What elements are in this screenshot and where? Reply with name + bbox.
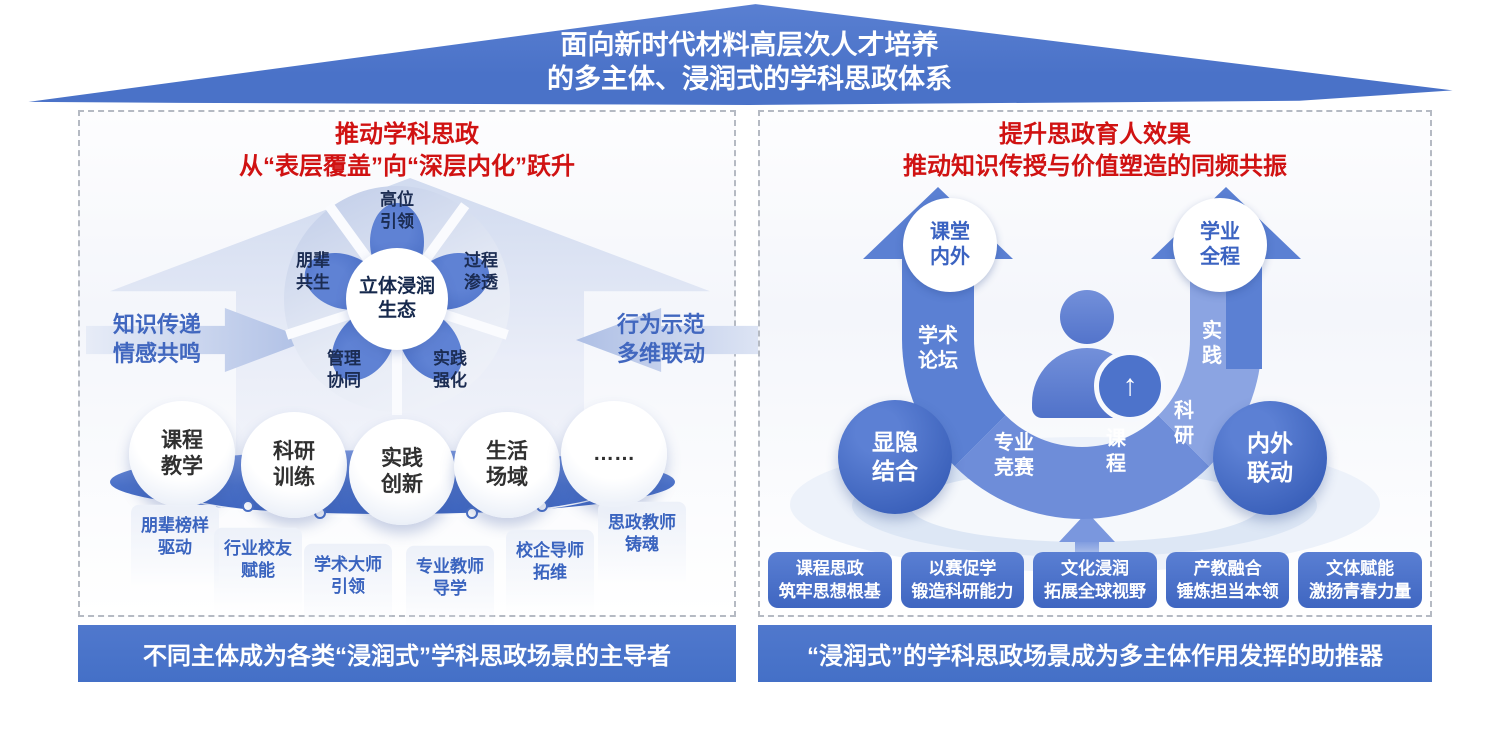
- right-title-line2: 推动知识传授与价值塑造的同频共振: [903, 153, 1287, 180]
- actor-band: [406, 545, 494, 638]
- actor-band: [506, 529, 594, 622]
- banner-title: 面向新时代材料高层次人才培养 的多主体、浸润式的学科思政体系: [0, 28, 1499, 96]
- right-panel: 提升思政育人效果 推动知识传授与价值塑造的同频共振 课堂 内外 学业 全程 学术…: [758, 110, 1432, 617]
- practice-label: 实 践: [1202, 320, 1222, 367]
- program-boxes: 课程思政 筑牢思想根基 以赛促学 锻造科研能力 文化浸润 拓展全球视野 产教融合…: [768, 552, 1422, 608]
- program-box-industry: 产教融合 锤炼担当本领: [1165, 552, 1290, 608]
- platform-dot: [242, 500, 254, 512]
- actor-label-peer: 朋辈榜样 驱动: [141, 516, 209, 557]
- actor-band: [598, 501, 686, 594]
- flower-center-label: 立体浸润 生态: [346, 248, 448, 350]
- person-icon-head: [1060, 290, 1114, 344]
- academic-forum-label: 学术 论坛: [918, 325, 958, 372]
- scene-circle-life: 生活 场域: [454, 412, 560, 518]
- research-label: 科 研: [1174, 400, 1194, 447]
- flower-segment-label-left-lower: 管理 协同: [327, 349, 361, 390]
- program-box-culture: 文化浸润 拓展全球视野: [1033, 552, 1157, 608]
- program-box-course: 课程思政 筑牢思想根基: [768, 552, 892, 608]
- banner-title-line2: 的多主体、浸润式的学科思政体系: [547, 64, 952, 94]
- course-label: 课 程: [1106, 428, 1126, 475]
- actor-band: [214, 527, 302, 620]
- program-box-competition: 以赛促学 锻造科研能力: [900, 552, 1025, 608]
- flower-spoke: [392, 299, 402, 415]
- left-title-line2: 从“表层覆盖”向“深层内化”跃升: [239, 153, 575, 180]
- actor-label-ideology: 思政教师 铸魂: [608, 513, 676, 554]
- inside-outside-circle: 内外 联动: [1213, 401, 1327, 515]
- flower-segment-label-left-upper: 朋辈 共生: [296, 251, 330, 292]
- scene-circle-ellipsis: ……: [561, 401, 667, 507]
- flower-segment-label-top: 高位 引领: [380, 190, 414, 231]
- left-panel: 推动学科思政 从“表层覆盖”向“深层内化”跃升 知识传递 情感共鸣 行为示范 多…: [78, 110, 800, 638]
- scene-circle-research: 科研 训练: [241, 412, 347, 518]
- program-box-sports: 文体赋能 激扬青春力量: [1298, 552, 1422, 608]
- behavior-arrow-label: 行为示范 多维联动: [616, 312, 705, 366]
- left-bottom-bar: 不同主体成为各类“浸润式”学科思政场景的主导者: [78, 625, 736, 682]
- right-bottom-bar: “浸润式”的学科思政场景成为多主体作用发挥的助推器: [758, 625, 1432, 682]
- actor-label-teacher: 专业教师 导学: [416, 557, 484, 598]
- right-title-line1: 提升思政育人效果: [999, 121, 1191, 148]
- flower-segment-label-right-upper: 过程 渗透: [464, 251, 498, 292]
- upload-badge: ↑: [1094, 350, 1166, 422]
- actor-label-alumni: 行业校友 赋能: [224, 539, 292, 580]
- scene-circle-course: 课程 教学: [129, 401, 235, 507]
- platform-dot: [466, 507, 478, 519]
- actor-label-mentor: 校企导师 拓维: [516, 541, 584, 582]
- actor-band: [304, 543, 392, 636]
- knowledge-arrow-label: 知识传递 情感共鸣: [112, 312, 201, 366]
- actor-band: [131, 504, 219, 597]
- flower-segment-label-right-lower: 实践 强化: [433, 349, 467, 390]
- left-title-line1: 推动学科思政: [335, 121, 479, 148]
- explicit-implicit-circle: 显隐 结合: [838, 400, 952, 514]
- competition-label: 专业 竞赛: [994, 432, 1034, 479]
- curriculum-circle: 学业 全程: [1173, 198, 1267, 292]
- actor-label-master: 学术大师 引领: [314, 555, 382, 596]
- scene-circle-practice: 实践 创新: [349, 419, 455, 525]
- banner-title-line1: 面向新时代材料高层次人才培养: [560, 30, 939, 60]
- classroom-circle: 课堂 内外: [903, 198, 997, 292]
- up-arrow-icon: ↑: [1122, 369, 1138, 402]
